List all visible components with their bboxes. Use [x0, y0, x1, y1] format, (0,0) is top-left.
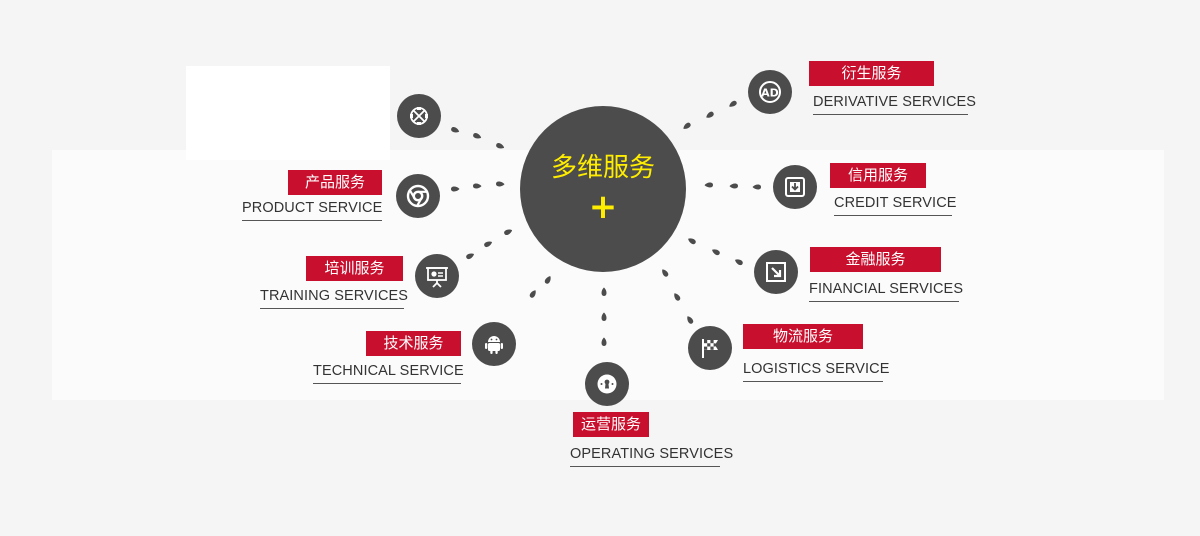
logistics-service-label[interactable]: LOGISTICS SERVICE: [743, 359, 889, 382]
operating-services-tag[interactable]: 运营服务: [573, 412, 649, 437]
center-hub[interactable]: 多维服务 +: [520, 106, 686, 272]
center-plus: +: [588, 187, 618, 227]
checkered-flag-icon[interactable]: [688, 326, 732, 370]
center-title: 多维服务: [550, 153, 655, 183]
android-icon[interactable]: [472, 322, 516, 366]
technical-service-label[interactable]: TECHNICAL SERVICE: [313, 361, 464, 384]
logistics-service-tag[interactable]: 物流服务: [743, 324, 863, 349]
product-service-tag[interactable]: 产品服务: [288, 170, 382, 195]
svg-text:AD: AD: [761, 86, 779, 99]
arrow-in-box-icon[interactable]: [754, 250, 798, 294]
derivative-services-tag[interactable]: 衍生服务: [809, 61, 934, 86]
credit-service-label[interactable]: CREDIT SERVICE: [834, 193, 956, 216]
blank-panel: [186, 66, 390, 160]
derivative-services-label[interactable]: DERIVATIVE SERVICES: [813, 92, 976, 115]
chrome-icon[interactable]: [396, 174, 440, 218]
credit-service-tag[interactable]: 信用服务: [830, 163, 926, 188]
technical-service-tag[interactable]: 技术服务: [366, 331, 461, 356]
training-services-label[interactable]: TRAINING SERVICES: [260, 286, 408, 309]
download-box-icon[interactable]: [773, 165, 817, 209]
ad-icon[interactable]: AD: [748, 70, 792, 114]
training-services-tag[interactable]: 培训服务: [306, 256, 403, 281]
financial-services-label[interactable]: FINANCIAL SERVICES: [809, 279, 963, 302]
operating-services-label[interactable]: OPERATING SERVICES: [570, 444, 733, 467]
presentation-board-icon[interactable]: [415, 254, 459, 298]
product-service-label[interactable]: PRODUCT SERVICE: [242, 198, 382, 221]
financial-services-tag[interactable]: 金融服务: [810, 247, 941, 272]
keyhole-icon[interactable]: [585, 362, 629, 406]
crossed-pattern-icon[interactable]: [397, 94, 441, 138]
